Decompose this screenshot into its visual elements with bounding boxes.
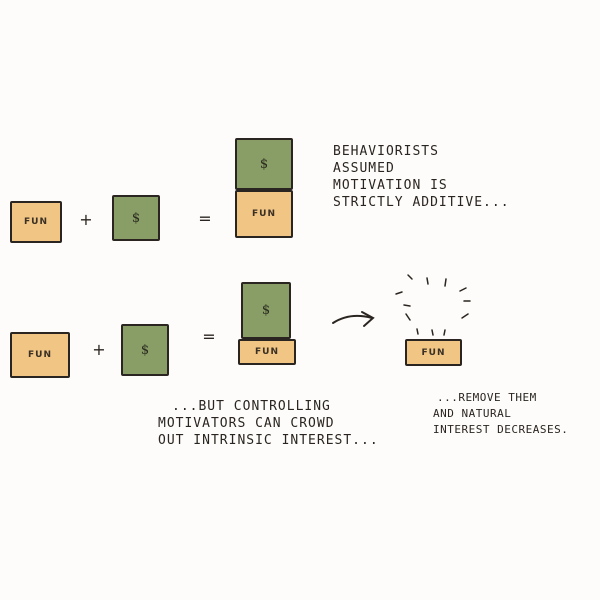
caption-line: STRICTLY ADDITIVE... — [333, 195, 510, 210]
equals-sign: = — [198, 209, 212, 228]
fun-block-alone: FUN — [405, 339, 462, 366]
fun-label: FUN — [255, 347, 279, 357]
caption-line: ...REMOVE THEM — [437, 391, 537, 404]
fun-block: FUN — [10, 201, 62, 243]
plus-sign: + — [92, 340, 106, 359]
fun-label: FUN — [252, 209, 276, 219]
equals-sign: = — [202, 327, 216, 346]
caption-line: ...BUT CONTROLLING — [172, 399, 331, 414]
dollar-label: $ — [261, 303, 271, 318]
money-block-stacked: $ — [241, 282, 291, 339]
caption-line: AND NATURAL — [433, 407, 512, 420]
caption-crowding: ...BUT CONTROLLING MOTIVATORS CAN CROWD … — [158, 398, 379, 449]
arrow-icon — [332, 311, 375, 327]
fun-label: FUN — [421, 347, 446, 358]
fun-block-shrunk: FUN — [238, 339, 296, 365]
dollar-label: $ — [140, 342, 150, 358]
money-block: $ — [112, 195, 160, 241]
money-block-stacked: $ — [235, 138, 293, 190]
caption-line: MOTIVATION IS — [333, 178, 448, 193]
fun-label: FUN — [24, 217, 48, 227]
money-block: $ — [121, 324, 169, 376]
caption-line: ASSUMED — [333, 161, 395, 176]
caption-removal: ...REMOVE THEM AND NATURAL INTEREST DECR… — [433, 390, 568, 438]
caption-additive: BEHAVIORISTS ASSUMED MOTIVATION IS STRIC… — [333, 143, 510, 211]
dollar-label: $ — [131, 210, 141, 226]
caption-line: INTEREST DECREASES. — [433, 423, 569, 436]
caption-line: MOTIVATORS CAN CROWD — [158, 416, 335, 431]
plus-sign: + — [79, 210, 93, 229]
removed-motivator-dashes — [395, 274, 471, 336]
fun-label: FUN — [28, 350, 52, 360]
fun-block-stacked: FUN — [235, 190, 293, 238]
dollar-label: $ — [259, 156, 269, 172]
caption-line: BEHAVIORISTS — [333, 144, 439, 159]
caption-line: OUT INTRINSIC INTEREST... — [158, 433, 379, 448]
fun-block: FUN — [10, 332, 70, 378]
